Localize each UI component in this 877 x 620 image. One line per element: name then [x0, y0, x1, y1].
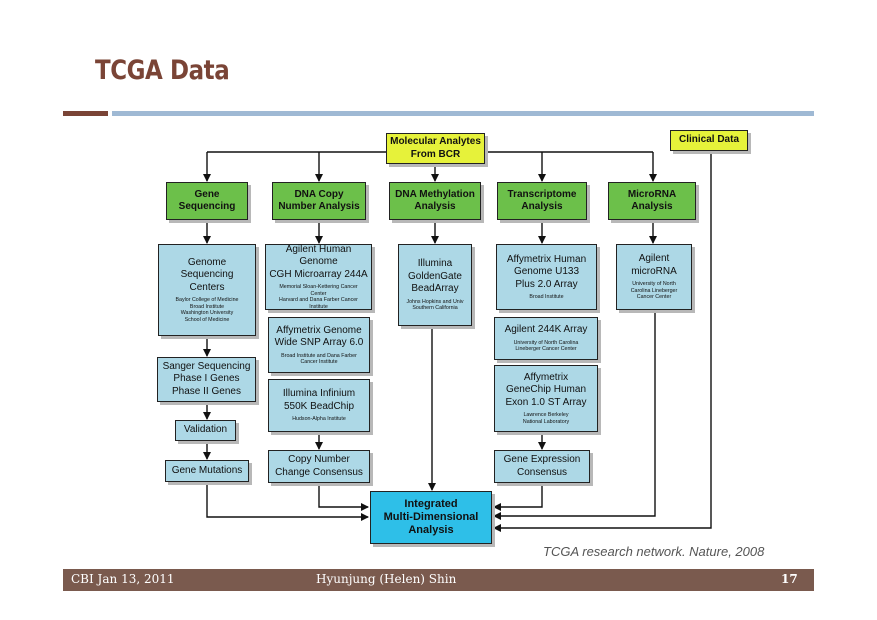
source-box-molecular-analytes: Molecular Analytes From BCR [386, 133, 485, 164]
slide-title: TCGA Data [95, 55, 230, 86]
platform-institutes: University of North Carolina Lineberger … [630, 281, 678, 301]
result-name: Copy Number Change Consensus [275, 454, 363, 478]
platform-affymetrix-snp: Affymetrix Genome Wide SNP Array 6.0 Bro… [268, 317, 370, 373]
platform-institutes: Hudson-Alpha Institute [292, 416, 346, 423]
platform-illumina-goldengate: Illumina GoldenGate BeadArray Johns Hopk… [398, 244, 472, 326]
platform-affymetrix-u133: Affymetrix Human Genome U133 Plus 2.0 Ar… [496, 244, 597, 310]
category-dna-methylation: DNA Methylation Analysis [389, 182, 481, 220]
platform-agilent-microrna: Agilent microRNA University of North Car… [616, 244, 692, 310]
source-box-clinical-data: Clinical Data [670, 130, 748, 151]
platform-name: Affymetrix Genome Wide SNP Array 6.0 [274, 324, 364, 349]
platform-illumina-infinium: Illumina Infinium 550K BeadChip Hudson-A… [268, 379, 370, 432]
platform-name: Genome Sequencing Centers [180, 256, 234, 293]
footer-presenter: Hyunjung (Helen) Shin [316, 572, 457, 586]
citation: TCGA research network. Nature, 2008 [543, 544, 765, 559]
platform-institutes: Johns Hopkins and Univ Southern Californ… [406, 298, 464, 312]
title-rule [112, 111, 814, 116]
platform-name: Affymetrix Human Genome U133 Plus 2.0 Ar… [506, 253, 587, 290]
result-name: Gene Mutations [171, 464, 243, 476]
result-gene-expression-consensus: Gene Expression Consensus [494, 450, 590, 483]
result-gene-mutations: Gene Mutations [165, 460, 249, 482]
integrated-analysis-box: Integrated Multi-Dimensional Analysis [370, 491, 492, 544]
platform-agilent-cgh: Agilent Human Genome CGH Microarray 244A… [265, 244, 372, 310]
platform-affymetrix-exon: Affymetrix GeneChip Human Exon 1.0 ST Ar… [494, 365, 598, 432]
result-name: Gene Expression Consensus [503, 454, 581, 478]
platform-institutes: Broad Institute and Dana Farber Cancer I… [281, 352, 357, 366]
platform-name: Illumina GoldenGate BeadArray [408, 258, 462, 295]
page-number: 17 [781, 572, 798, 586]
platform-institutes: University of North Carolina Lineberger … [513, 339, 579, 353]
platform-institutes: Lawrence Berkeley National Laboratory [522, 412, 570, 425]
platform-name: Affymetrix GeneChip Human Exon 1.0 ST Ar… [505, 371, 587, 408]
platform-institutes: Baylor College of Medicine Broad Institu… [175, 297, 239, 323]
platform-name: Illumina Infinium 550K BeadChip [282, 388, 356, 412]
platform-name: Agilent microRNA [631, 253, 677, 277]
step-name: Validation [183, 424, 228, 436]
platform-institutes: Memorial Sloan-Kettering Cancer Center H… [279, 284, 358, 310]
title-rule-accent [63, 111, 108, 116]
platform-sanger-sequencing: Sanger Sequencing Phase I Genes Phase II… [157, 357, 256, 402]
step-validation: Validation [175, 420, 236, 441]
platform-name: Sanger Sequencing Phase I Genes Phase II… [162, 360, 251, 397]
footer-bar: CBI Jan 13, 2011 Hyunjung (Helen) Shin 1… [63, 569, 814, 591]
platform-agilent-244k: Agilent 244K Array University of North C… [494, 317, 598, 360]
category-gene-sequencing: Gene Sequencing [166, 182, 248, 220]
category-microrna: MicroRNA Analysis [608, 182, 696, 220]
result-copy-number-consensus: Copy Number Change Consensus [268, 450, 370, 483]
platform-name: Agilent 244K Array [504, 324, 588, 336]
category-transcriptome: Transcriptome Analysis [497, 182, 587, 220]
platform-institutes: Broad Institute [529, 294, 564, 300]
platform-genome-sequencing-centers: Genome Sequencing Centers Baylor College… [158, 244, 256, 336]
platform-name: Agilent Human Genome CGH Microarray 244A [269, 243, 368, 280]
footer-date: CBI Jan 13, 2011 [71, 572, 175, 586]
category-dna-copy-number: DNA Copy Number Analysis [272, 182, 366, 220]
